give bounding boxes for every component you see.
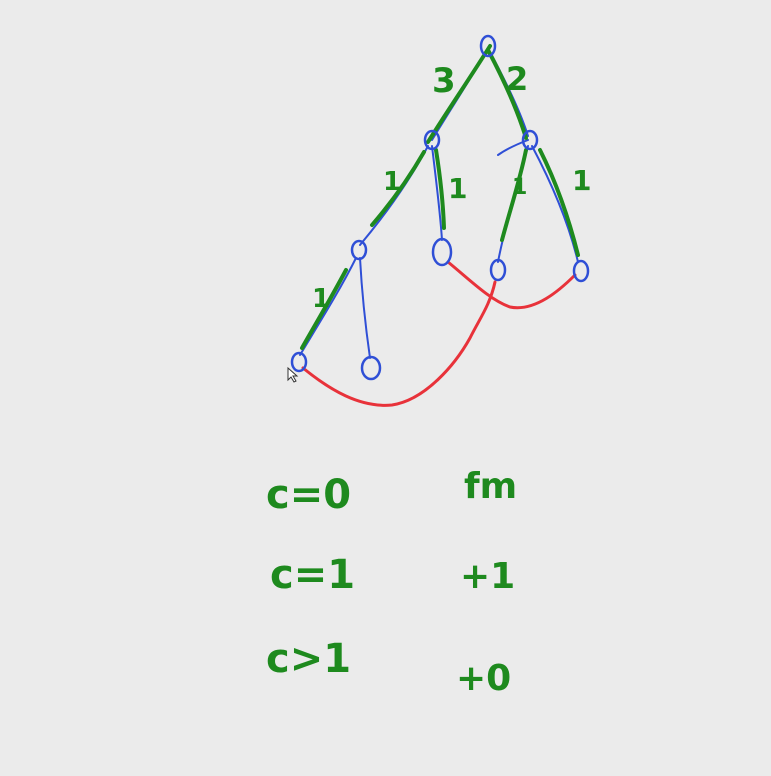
node-r1-right — [572, 259, 590, 283]
edge-r1-stub — [497, 139, 529, 156]
note-plus-1: +1 — [460, 556, 515, 597]
label-r1-right: 1 — [572, 164, 591, 197]
edge-l2-leaf — [299, 257, 357, 356]
label-l1-left: 1 — [383, 167, 401, 197]
highlight-r1-leaf — [500, 148, 528, 242]
node-l2 — [350, 239, 368, 261]
highlight-l2-leaf — [300, 268, 348, 350]
note-c-equals-1: c=1 — [270, 552, 355, 598]
note-fm: fm — [464, 466, 517, 507]
note-plus-0: +0 — [456, 658, 511, 699]
node-l2-leaf — [290, 351, 308, 373]
node-l1 — [423, 129, 441, 151]
edge-l1-mid — [431, 145, 443, 241]
node-root — [479, 34, 497, 58]
note-c-equals-0: c=0 — [266, 472, 351, 518]
mouse-pointer-icon — [287, 366, 299, 383]
node-l1-mid — [431, 237, 453, 267]
tree-nodes — [290, 34, 590, 381]
highlight-root-right — [486, 48, 528, 140]
label-r1-left: 1 — [512, 175, 527, 200]
link-curve-right — [446, 260, 577, 310]
note-c-greater-1: c>1 — [266, 636, 351, 682]
node-r1-leaf — [489, 258, 507, 282]
highlight-r1-right — [538, 148, 580, 257]
label-l1-right: 1 — [448, 172, 467, 205]
label-root-left: 3 — [432, 61, 456, 101]
label-root-right: 2 — [506, 60, 528, 98]
edge-l2-right — [359, 257, 371, 359]
label-l2-left: 1 — [312, 284, 330, 314]
link-curve-left — [301, 280, 497, 407]
node-l2-right — [360, 355, 382, 381]
highlight-l1-l2 — [370, 150, 426, 227]
highlight-strokes — [300, 44, 580, 350]
node-r1 — [521, 129, 539, 151]
highlight-l1-mid — [434, 148, 446, 230]
